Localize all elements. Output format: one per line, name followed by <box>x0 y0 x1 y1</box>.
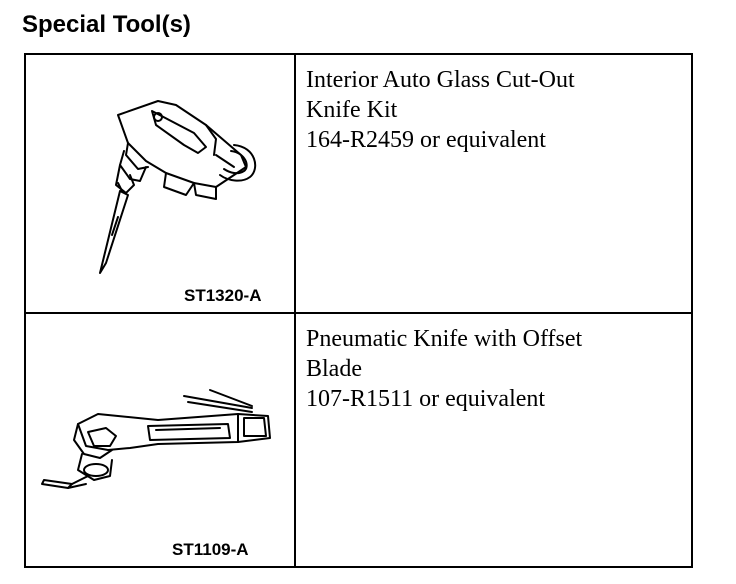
tool-description-line: Knife Kit <box>306 97 398 123</box>
tool-description-line: 107-R1511 or equivalent <box>306 386 546 412</box>
tool-description: Interior Auto Glass Cut-Out Knife Kit 16… <box>306 65 686 155</box>
tool-row: ST1109-A Pneumatic Knife with Offset Bla… <box>26 314 691 566</box>
tool-description-line: Pneumatic Knife with Offset <box>306 326 583 352</box>
tool-description-line: Blade <box>306 356 362 382</box>
tool-description-line: Interior Auto Glass Cut-Out <box>306 67 575 93</box>
tool-description: Pneumatic Knife with Offset Blade 107-R1… <box>306 324 686 414</box>
pneumatic-knife-icon <box>41 389 271 489</box>
row-divider <box>26 312 691 314</box>
tool-illustration-cell: ST1320-A <box>26 55 294 312</box>
tool-description-line: 164-R2459 or equivalent <box>306 127 546 153</box>
section-heading: Special Tool(s) <box>22 11 191 38</box>
figure-code: ST1320-A <box>184 286 262 305</box>
cut-out-knife-icon <box>99 100 257 274</box>
tool-illustration-cell: ST1109-A <box>26 314 294 566</box>
column-divider <box>294 55 296 566</box>
special-tools-table: ST1320-A Interior Auto Glass Cut-Out Kni… <box>24 53 693 568</box>
tool-row: ST1320-A Interior Auto Glass Cut-Out Kni… <box>26 55 691 312</box>
figure-code: ST1109-A <box>172 540 249 559</box>
